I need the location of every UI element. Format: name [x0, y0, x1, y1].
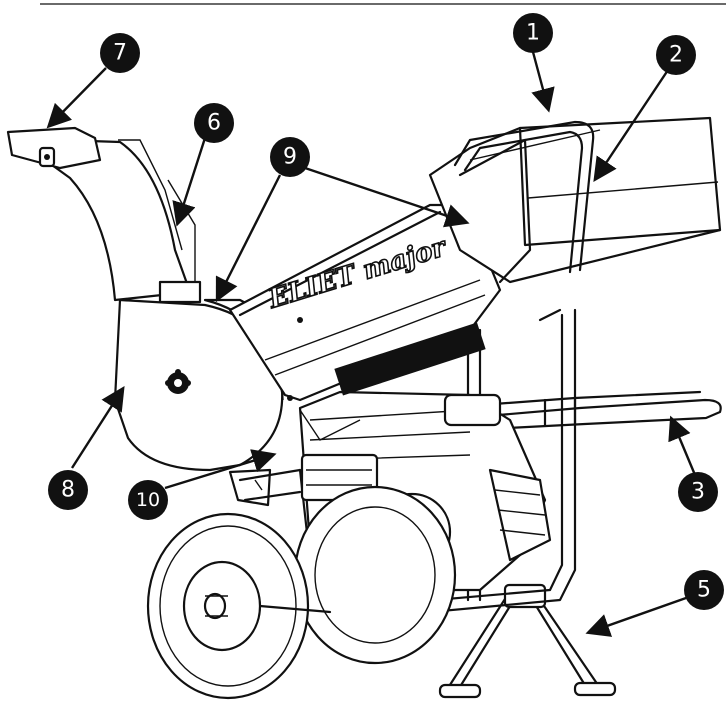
callout-9-label: 9	[283, 145, 297, 170]
callout-10: 10	[128, 480, 168, 520]
callout-7-label: 7	[113, 41, 127, 66]
machine-illustration: ELIET major	[6, 116, 722, 700]
callout-10-label: 10	[136, 489, 160, 511]
support-stand	[438, 583, 617, 699]
leader-6	[172, 137, 207, 227]
leader-7	[46, 67, 107, 129]
leader-5	[585, 596, 687, 637]
callout-7: 7	[100, 33, 140, 73]
callout-2-label: 2	[669, 43, 683, 68]
top-handle	[453, 120, 595, 274]
leader-10	[164, 449, 277, 490]
callout-1-label: 1	[526, 21, 540, 46]
leader-3	[668, 415, 697, 476]
callout-5: 5	[684, 570, 724, 610]
discharge-chute	[6, 126, 202, 304]
front-wheel	[146, 512, 332, 700]
leader-8	[70, 385, 125, 469]
callout-8-label: 8	[61, 478, 75, 503]
callout-3: 3	[678, 472, 718, 512]
callout-1: 1	[513, 13, 553, 53]
callout-5-label: 5	[697, 578, 711, 603]
feed-hopper	[428, 116, 722, 284]
rear-wheel	[293, 485, 457, 665]
leader-2	[593, 69, 669, 182]
leader-1	[531, 51, 555, 113]
callout-3-label: 3	[691, 480, 705, 505]
callout-8: 8	[48, 470, 88, 510]
callout-6-label: 6	[207, 111, 221, 136]
callout-6: 6	[194, 103, 234, 143]
leader-lines	[46, 51, 697, 637]
chipper-body	[228, 203, 502, 441]
callout-2: 2	[656, 35, 696, 75]
callout-badges: 1 2 3 5 6 7 8 9	[48, 13, 724, 610]
callout-9: 9	[270, 137, 310, 177]
leader-9a	[215, 174, 282, 303]
leader-9b	[304, 166, 470, 228]
